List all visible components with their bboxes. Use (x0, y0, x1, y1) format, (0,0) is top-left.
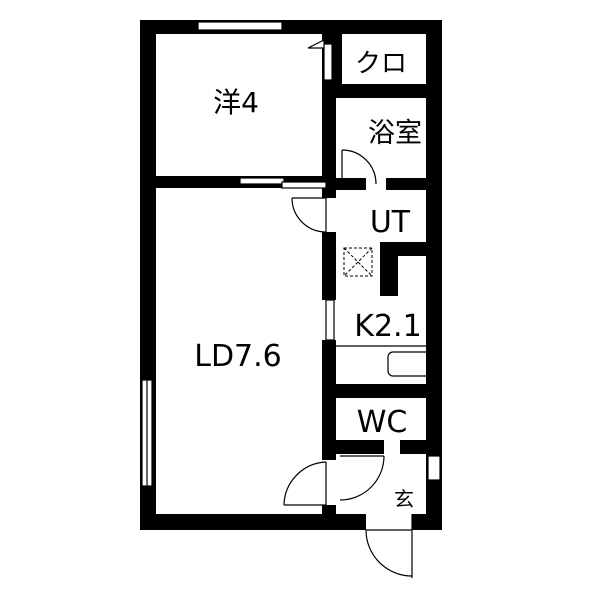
wall-bath-ut (336, 178, 366, 190)
wall-closet-bath (336, 84, 442, 98)
wall-ld-right-4 (322, 505, 336, 530)
room-label-bathroom: 浴室 (368, 118, 422, 149)
wall-wc-entrance-2 (400, 440, 442, 454)
kitchen-counter (336, 345, 433, 377)
windows (141, 21, 283, 487)
window-western-top (197, 21, 283, 31)
washer-space (343, 247, 373, 277)
room-label-toilet: WC (357, 405, 408, 440)
wall-kitchen-bottom (336, 384, 442, 398)
wall-western-right-lower (322, 80, 336, 188)
closet-door[interactable] (307, 39, 333, 81)
wall-ut-kitchen (380, 242, 442, 256)
room-label-living-dining: LD7.6 (194, 339, 282, 374)
wall-entrance-bottom-left (336, 514, 366, 530)
room-label-utility: UT (370, 205, 411, 240)
wall-entrance-bottom-right (412, 514, 442, 530)
doors[interactable] (283, 149, 441, 578)
wall-wc-entrance (336, 440, 384, 454)
room-label-closet: クロ (355, 49, 407, 79)
wall-ld-right-1 (322, 188, 336, 198)
room-label-entrance: 玄 (394, 487, 414, 511)
sink (387, 351, 433, 377)
wall-ut-stub (380, 256, 398, 296)
walls (140, 20, 442, 530)
room-label-kitchen: K2.1 (354, 309, 421, 344)
wall-ld-right-2 (322, 232, 336, 300)
wall-bath-ut-2 (386, 178, 442, 190)
outer-wall-right (426, 20, 442, 530)
outer-wall-top (140, 20, 442, 34)
sliding-door-western-ld[interactable] (239, 177, 327, 189)
wall-closet-left (336, 34, 342, 84)
outer-wall-bottom-left (140, 514, 336, 530)
wall-ld-right-3 (322, 340, 336, 460)
room-label-western: 洋4 (213, 86, 259, 119)
